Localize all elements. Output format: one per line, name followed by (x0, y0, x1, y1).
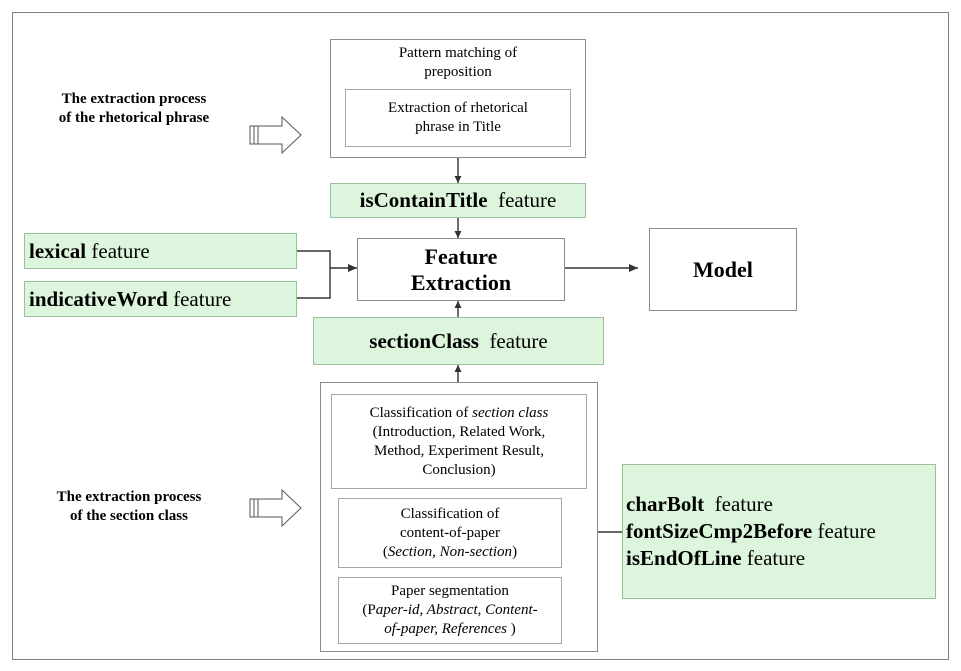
rhetorical-extraction-box: Extraction of rhetorical phrase in Title (345, 89, 571, 147)
feature-extraction-box: Feature Extraction (357, 238, 565, 301)
lexical-name: lexical (29, 238, 87, 263)
section-classification-line2: (Introduction, Related Work, (372, 423, 546, 440)
rhetorical-extraction-line1: Extraction of rhetorical (388, 100, 528, 116)
fontsize-name: fontSizeCmp2Before (626, 519, 813, 543)
indicativeword-feature-box: indicativeWord feature (24, 281, 297, 317)
paper-segmentation-box: Paper segmentation (Paper-id, Abstract, … (338, 577, 562, 644)
sectionclass-text: sectionClass feature (369, 329, 547, 354)
indicativeword-text: indicativeWord feature (29, 287, 231, 312)
seg-line2: (Paper-id, Abstract, Content- (362, 601, 537, 620)
isendofline-name: isEndOfLine (626, 546, 742, 570)
diagram-frame (12, 12, 949, 660)
section-label-line1: The extraction process (56, 489, 202, 505)
layout-features-box: charBolt feature fontSizeCmp2Before feat… (622, 464, 936, 599)
model-text: Model (693, 256, 753, 282)
section-classification-em: section class (472, 404, 549, 421)
charbolt-suffix: feature (714, 492, 773, 516)
seg-line3-em: of-paper, References (384, 621, 507, 637)
lexical-suffix: feature (91, 238, 150, 263)
seg-line2-em: aper-id, Abstract, Content- (375, 602, 538, 618)
lexical-feature-box: lexical feature (24, 233, 297, 269)
iscontaintitle-suffix: feature (498, 188, 557, 212)
rhetorical-process-label: The extraction process of the rhetorical… (24, 90, 244, 128)
charbolt-name: charBolt (626, 492, 705, 516)
sectionclass-suffix: feature (489, 328, 548, 353)
seg-line2-pre: (P (362, 602, 376, 618)
isendofline-text: isEndOfLine feature (626, 545, 805, 572)
hollow-arrow-icon-bottom (249, 488, 302, 528)
section-label-line2: of the section class (70, 508, 188, 524)
section-classification-line4: Conclusion) (422, 461, 496, 478)
content-classification-box: Classification of content-of-paper (Sect… (338, 498, 562, 568)
section-process-label: The extraction process of the section cl… (24, 488, 234, 526)
seg-line3: of-paper, References ) (384, 620, 515, 639)
section-classification-box: Classification of section class (Introdu… (331, 394, 587, 489)
content-em: Section, Non-section (387, 543, 513, 560)
pattern-line2: preposition (424, 64, 492, 80)
sectionclass-feature-box: sectionClass feature (313, 317, 604, 365)
lexical-text: lexical feature (29, 239, 150, 264)
iscontaintitle-feature-box: isContainTitle feature (330, 183, 586, 218)
rhetorical-label-line1: The extraction process (61, 91, 207, 107)
fontsize-text: fontSizeCmp2Before feature (626, 518, 876, 545)
seg-line1: Paper segmentation (391, 583, 509, 599)
isendofline-suffix: feature (746, 546, 806, 570)
model-box: Model (649, 228, 797, 311)
feature-extraction-line2: Extraction (410, 269, 512, 295)
feature-extraction-line1: Feature (424, 243, 498, 269)
content-open: ( (382, 543, 388, 560)
charbolt-text: charBolt feature (626, 491, 773, 518)
hollow-arrow-icon-top (249, 115, 302, 155)
iscontaintitle-text: isContainTitle feature (360, 188, 557, 213)
fontsize-suffix: feature (817, 519, 876, 543)
section-classification-pre: Classification of (369, 404, 473, 421)
rhetorical-label-line2: of the rhetorical phrase (58, 110, 210, 126)
iscontaintitle-name: isContainTitle (359, 188, 488, 212)
pattern-line1: Pattern matching of (398, 45, 518, 61)
content-line1: Classification of (400, 505, 500, 522)
content-close: ) (512, 543, 518, 560)
section-classification-line3: Method, Experiment Result, (374, 442, 544, 459)
content-line2: content-of-paper (400, 524, 500, 541)
content-line3: (Section, Non-section) (383, 543, 517, 562)
connector-indicative (297, 268, 331, 299)
connector-lexical (297, 250, 331, 268)
seg-line3-close: ) (506, 621, 516, 637)
sectionclass-name: sectionClass (369, 328, 479, 353)
section-classification-line1: Classification of section class (370, 404, 549, 423)
rhetorical-extraction-line2: phrase in Title (415, 119, 501, 135)
indicativeword-name: indicativeWord (29, 286, 168, 311)
indicativeword-suffix: feature (173, 286, 232, 311)
